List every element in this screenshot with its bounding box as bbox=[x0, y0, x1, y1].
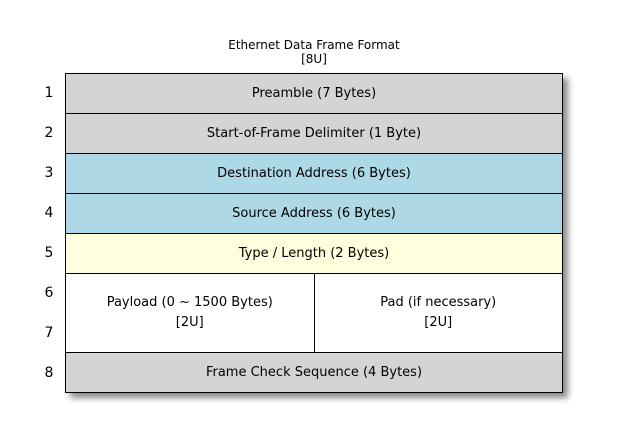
row-number-3: 3 bbox=[44, 165, 54, 181]
field-label: Payload (0 ~ 1500 Bytes) bbox=[106, 295, 273, 310]
field-cell-payload: Payload (0 ~ 1500 Bytes) [2U] bbox=[66, 274, 314, 352]
diagram-units-label: [8U] bbox=[301, 52, 327, 66]
field-unit-label: [2U] bbox=[175, 315, 204, 330]
frame-diagram: 1 2 3 4 5 6 7 8 Preamble (7 Bytes) Start… bbox=[33, 73, 563, 393]
field-row-start-of-frame-delimiter: Start-of-Frame Delimiter (1 Byte) bbox=[66, 113, 562, 153]
row-number-8: 8 bbox=[44, 365, 54, 381]
field-row-frame-check-sequence: Frame Check Sequence (4 Bytes) bbox=[66, 352, 562, 392]
field-row-preamble: Preamble (7 Bytes) bbox=[66, 74, 562, 113]
field-label: Type / Length (2 Bytes) bbox=[238, 246, 390, 261]
field-cell-pad: Pad (if necessary) [2U] bbox=[313, 274, 563, 352]
frame-table: Preamble (7 Bytes) Start-of-Frame Delimi… bbox=[65, 73, 563, 393]
field-label: Frame Check Sequence (4 Bytes) bbox=[205, 365, 423, 380]
field-label: Destination Address (6 Bytes) bbox=[217, 166, 411, 181]
row-number-1: 1 bbox=[44, 85, 54, 101]
row-number-6: 6 bbox=[44, 285, 54, 301]
row-number-4: 4 bbox=[44, 205, 54, 221]
row-number-7: 7 bbox=[44, 325, 54, 341]
field-row-destination-address: Destination Address (6 Bytes) bbox=[66, 153, 562, 193]
field-label: Start-of-Frame Delimiter (1 Byte) bbox=[206, 126, 422, 141]
row-number-5: 5 bbox=[44, 245, 54, 261]
row-number-column: 1 2 3 4 5 6 7 8 bbox=[33, 73, 65, 393]
field-unit-label: [2U] bbox=[424, 315, 453, 330]
field-label: Preamble (7 Bytes) bbox=[251, 86, 377, 101]
title-block: Ethernet Data Frame Format [8U] bbox=[65, 38, 563, 66]
field-row-type-length: Type / Length (2 Bytes) bbox=[66, 233, 562, 273]
field-row-payload-pad: Payload (0 ~ 1500 Bytes) [2U] Pad (if ne… bbox=[66, 273, 562, 352]
field-label: Pad (if necessary) bbox=[380, 295, 497, 310]
diagram-title: Ethernet Data Frame Format bbox=[228, 38, 400, 52]
field-label: Source Address (6 Bytes) bbox=[232, 206, 396, 221]
field-row-source-address: Source Address (6 Bytes) bbox=[66, 193, 562, 233]
row-number-2: 2 bbox=[44, 125, 54, 141]
